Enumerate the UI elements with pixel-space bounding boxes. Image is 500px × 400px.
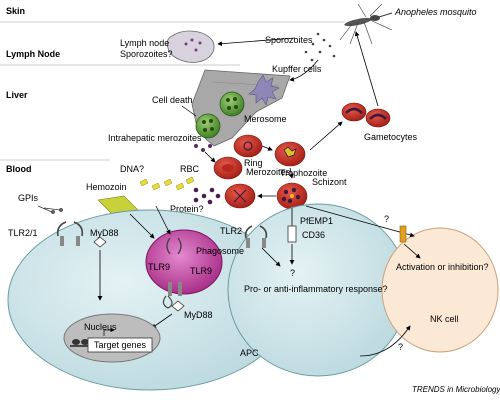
lymph-node-sporozoites-line1: Lymph node: [120, 38, 169, 48]
arrow-schizont-to-nk: [305, 205, 415, 238]
protein-label: Protein?: [170, 204, 204, 214]
gametocytes-label: Gametocytes: [364, 132, 418, 142]
arrow-to-gametocytes: [309, 121, 343, 151]
merosome-label: Merosome: [244, 114, 287, 124]
ring-label: Ring: [244, 158, 263, 168]
arrow-to-liver: [289, 59, 319, 82]
nucleus-label: Nucleus: [84, 322, 117, 332]
arrow-to-mosquito: [354, 31, 379, 107]
lymph-node-sporozoites-line2: Sporozoites?: [120, 49, 173, 59]
merozoites-label: Merozoites: [246, 167, 291, 177]
schizont-label: Schizont: [312, 177, 347, 187]
question-mark-cd36: ?: [290, 268, 295, 278]
sporozoites-label: Sporozoites: [265, 35, 313, 45]
phagosome-label: Phagosome: [196, 246, 244, 256]
sporozoite-dots: [304, 32, 336, 62]
myd88-bottom-label: MyD88: [184, 310, 213, 320]
region-skin: Skin: [6, 6, 25, 16]
kupffer-cell-icon: [248, 74, 280, 106]
arrow-ring-to-troph: [261, 145, 273, 151]
arrow-to-rbc: [204, 151, 216, 163]
cell-death-label: Cell death: [152, 95, 193, 105]
mosquito-label: Anopheles mosquito: [394, 7, 477, 17]
tlr2-receptor-icon: [244, 225, 268, 248]
nk-receptor-icon: [399, 225, 407, 243]
merosome-icon-2: [195, 113, 221, 139]
region-liver: Liver: [6, 90, 28, 100]
lymph-node-icon: [166, 30, 215, 63]
myd88-top-label: MyD88: [90, 228, 119, 238]
question-mark-apc: ?: [398, 342, 403, 352]
arrow-to-lymph: [217, 37, 296, 47]
region-blood: Blood: [6, 164, 32, 174]
gametocytes-icon: [341, 102, 391, 128]
credit-label: TRENDS in Microbiology: [412, 385, 500, 394]
transcription-arrow: [103, 327, 115, 336]
tlr2-1-label: TLR2/1: [8, 228, 38, 238]
target-genes-box: [87, 337, 153, 353]
intrahepatic-merozoites-label: Intrahepatic merozoites: [108, 133, 202, 143]
hemozoin-crystals-icon: [139, 176, 195, 191]
nk-cell: [381, 227, 499, 353]
myd88-bottom-adaptor-icon: [171, 300, 185, 312]
arrow-protein-to-phagosome: [155, 205, 171, 235]
dna-label: DNA?: [120, 164, 144, 174]
merosome-icon: [219, 91, 245, 117]
arrow-nk-signal: [403, 243, 421, 259]
cell-death-pointer: [181, 105, 197, 117]
arrow-hemozoin-to-phagosome: [129, 213, 155, 239]
rbc-icon: [213, 156, 243, 180]
apc-label: APC: [240, 348, 259, 358]
hemozoin-label: Hemozoin: [86, 182, 127, 192]
schizont-icon: [276, 182, 308, 210]
pfemp1-label: PfEMP1: [300, 216, 333, 226]
tlr9-left-label: TLR9: [148, 262, 170, 272]
arrow-tlr2-signal: [261, 247, 281, 267]
myd88-top-adaptor-icon: [93, 236, 107, 248]
intrahepatic-merozoite-dots: [194, 144, 212, 152]
tlr9-right-label: TLR9: [190, 266, 212, 276]
merozoites-released-icon: [224, 183, 256, 209]
phagosome-icon: [145, 229, 223, 295]
trophozoite-label: Trophozoite: [280, 168, 327, 178]
rbc-label: RBC: [180, 164, 200, 174]
pro-anti-inflammatory-label: Pro- or anti-inflammatory response?: [244, 284, 388, 294]
arrow-myd88-to-nucleus: [151, 313, 173, 329]
cd36-receptor-icon: [287, 225, 297, 243]
activation-inhibition-label: Activation or inhibition?: [396, 262, 489, 272]
trophozoite-icon: [274, 141, 306, 167]
cd36-label: CD36: [302, 230, 325, 240]
question-mark-nk: ?: [384, 214, 389, 224]
gpis-label: GPIs: [18, 193, 39, 203]
arrow-apc-to-nk: [359, 325, 411, 357]
tlr2-1-receptor-icon: [56, 221, 84, 246]
gpi-molecules-icon: [37, 205, 63, 214]
target-genes-label: Target genes: [94, 340, 147, 350]
mosquito-icon: [339, 3, 393, 45]
ring-stage-icon: [233, 134, 263, 158]
tlr9-receptor-icon: [162, 237, 182, 309]
kupffer-cells-label: Kupffer cells: [272, 64, 322, 74]
arrow-troph-to-schizont: [288, 167, 294, 179]
nk-cell-label: NK cell: [430, 314, 459, 324]
merozoite-dots: [193, 187, 221, 205]
tlr2-label: TLR2: [220, 226, 242, 236]
region-lymph-node: Lymph Node: [6, 49, 60, 59]
